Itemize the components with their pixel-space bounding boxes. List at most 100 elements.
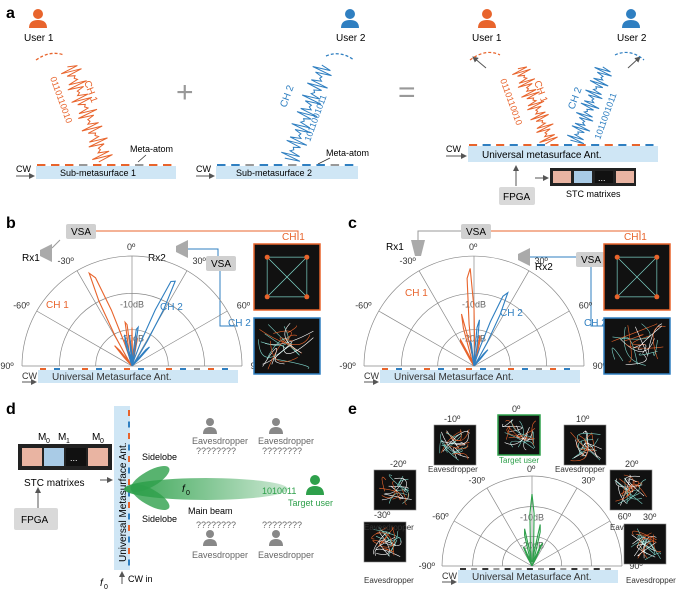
ch2-label-b-right: CH 2	[228, 318, 251, 329]
rx1-horn-icon-b	[40, 244, 52, 262]
meta-atom	[128, 502, 130, 508]
constellation-trace	[389, 537, 402, 547]
polar-angle-label: 90º	[629, 561, 643, 571]
constellation-trace	[284, 322, 302, 353]
vsa-label-b1: VSA	[71, 227, 91, 238]
meta-atom	[452, 368, 458, 370]
m0-sub: 0	[46, 438, 50, 445]
polar-angle-label: 30º	[193, 256, 207, 266]
constellation-trace	[402, 489, 410, 504]
constellation-trace	[373, 531, 388, 555]
constellation-trace	[439, 439, 448, 454]
meta-atom	[410, 368, 416, 370]
eavesdropper-icon	[203, 418, 217, 434]
constellation-trace	[632, 530, 657, 541]
eavesdropper-icon	[203, 530, 217, 546]
constellation-trace	[584, 443, 602, 459]
constellation-trace	[581, 442, 598, 458]
meta-atom	[316, 164, 325, 166]
polar-ch2-label: CH 2	[500, 308, 523, 319]
user1-icon-combined	[478, 9, 496, 28]
meta-atom	[194, 368, 200, 370]
sub-metasurface-2-label: Sub-metasurface 2	[236, 168, 312, 178]
meta-atom	[152, 368, 158, 370]
ch1-label-c-right: CH 1	[624, 232, 647, 243]
meta-atom	[65, 164, 74, 166]
meta-atom	[604, 144, 613, 146]
meta-atom	[466, 368, 472, 370]
bits-label-d: 1010011	[262, 486, 296, 496]
constellation-trace	[624, 334, 644, 342]
polar-angle-label: 60º	[618, 512, 632, 522]
fpga-label-d: FPGA	[21, 515, 49, 526]
constellation-trace	[611, 323, 658, 342]
constellation-trace	[573, 452, 588, 459]
constellation-trace	[379, 487, 401, 500]
fpga-box-d	[14, 508, 58, 530]
meta-atom	[469, 144, 478, 146]
constellation-trace	[373, 529, 391, 534]
meta-atom	[128, 467, 130, 474]
constellation-trace	[259, 329, 311, 346]
rx2-label-c: Rx2	[535, 262, 553, 273]
meta-atom	[149, 164, 158, 166]
ch1-beam-wave	[60, 65, 113, 163]
meta-atom	[54, 368, 60, 370]
meta-atom	[128, 548, 130, 554]
constellation-point	[654, 294, 660, 300]
polar-angle-label: -90º	[339, 361, 356, 371]
ch1-bits: 0110110010	[48, 75, 74, 124]
constellation-trace	[615, 478, 631, 502]
constellation-point	[304, 294, 310, 300]
meta-atom	[509, 144, 518, 146]
constellation-point	[264, 294, 270, 300]
stc-label-d: STC matrixes	[24, 478, 85, 489]
user2-icon	[341, 9, 359, 28]
constellation-trace	[517, 420, 524, 448]
meta-atom	[482, 144, 491, 146]
polar-angle-label: 60º	[237, 301, 251, 311]
panel-label-c: c	[348, 215, 357, 232]
polar-spoke	[453, 520, 533, 567]
eavesdropper-qs: ????????	[196, 446, 236, 456]
cw-in-label: CW in	[128, 574, 153, 584]
constellation-thumb	[609, 469, 653, 511]
constellation-trace	[625, 475, 641, 487]
universal-metasurface-bar	[380, 370, 580, 383]
sub-metasurface-1-label: Sub-metasurface 1	[60, 168, 136, 178]
meta-atom	[128, 490, 130, 497]
meta-atom	[259, 164, 269, 166]
green-lobe	[522, 493, 544, 567]
meta-atom	[504, 568, 511, 570]
constellation-trace	[618, 485, 627, 504]
meta-atom	[591, 144, 600, 146]
rx2-label-b: Rx2	[148, 253, 166, 264]
meta-atom	[110, 368, 116, 370]
meta-atom	[245, 164, 254, 166]
vsa-label-b2: VSA	[211, 259, 231, 270]
constellation-b-ch2	[253, 317, 321, 375]
constellation-trace	[378, 526, 395, 547]
meta-atom-label-2: Meta-atom	[326, 148, 369, 158]
universal-metasurface-bar-label: Universal Metasurface Ant.	[472, 572, 592, 583]
thumb-pattern	[630, 528, 662, 560]
constellation-trace	[619, 337, 655, 352]
constellation-trace	[398, 478, 410, 492]
sub-metasurface-1	[36, 166, 176, 179]
user2-label: User 2	[336, 33, 366, 44]
constellation-trace	[262, 348, 278, 367]
cw-label-a2: CW	[196, 164, 211, 174]
constellation-trace	[627, 325, 632, 363]
sidelobe-upper-label: Sidelobe	[142, 452, 177, 462]
meta-atom	[138, 368, 144, 370]
meta-atom	[180, 368, 186, 370]
main-beam-label: Main beam	[188, 506, 233, 516]
constellation-trace	[260, 326, 289, 346]
meta-atom	[330, 164, 340, 166]
constellation-trace	[637, 540, 655, 559]
meta-atoms-d	[128, 410, 130, 566]
constellation-trace	[503, 425, 523, 433]
universal-metasurface-bar	[458, 570, 618, 583]
constellation-trace	[616, 256, 658, 298]
